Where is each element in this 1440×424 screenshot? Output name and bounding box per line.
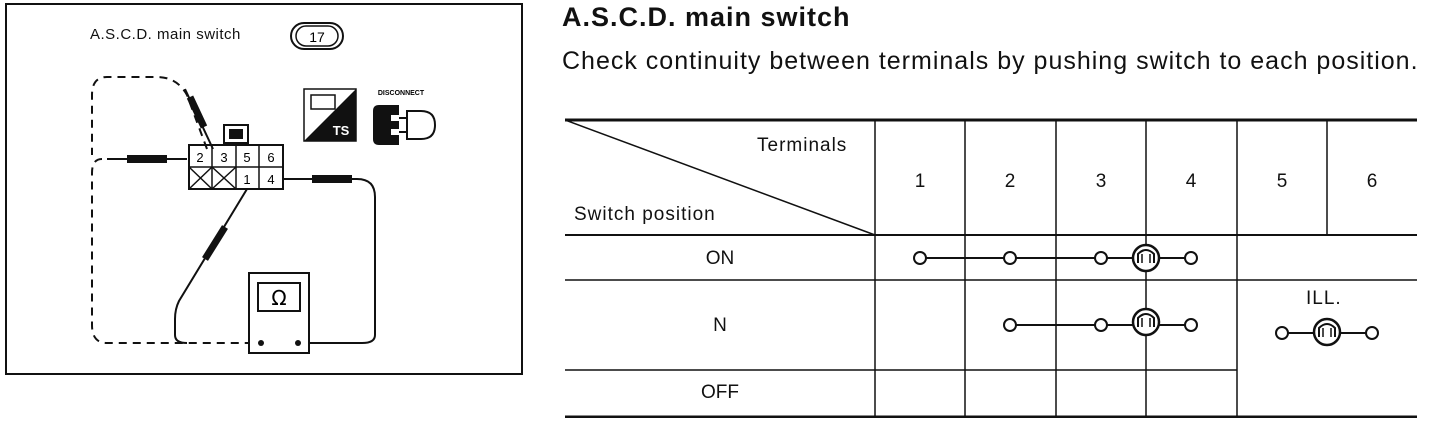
diagram-label: A.S.C.D. main switch xyxy=(90,26,241,43)
disconnect-label: DISCONNECT xyxy=(378,90,425,97)
illumination-lamp-icon xyxy=(1275,317,1379,347)
row-position-on: ON xyxy=(705,248,735,269)
ohmmeter: Ω xyxy=(248,272,310,354)
col-header-4: 4 xyxy=(1185,171,1197,192)
ohm-icon: Ω xyxy=(271,286,286,310)
continuity-on xyxy=(913,243,1198,273)
connector-number-text: 17 xyxy=(309,29,325,45)
continuity-n xyxy=(1003,307,1198,337)
terminal-2-label: 2 xyxy=(196,150,203,165)
header-terminals: Terminals xyxy=(757,135,848,156)
col-header-2: 2 xyxy=(1004,171,1016,192)
terminal-5-label: 5 xyxy=(243,150,250,165)
ill-label: ILL. xyxy=(1306,288,1342,309)
disconnect-icon: DISCONNECT xyxy=(373,90,437,145)
probe-lead-lower xyxy=(174,188,248,344)
continuity-table: Terminals Switch position 1 2 3 4 5 6 ON… xyxy=(565,118,1417,418)
row-position-n: N xyxy=(713,315,727,336)
row-position-off: OFF xyxy=(701,382,739,403)
terminal-6-label: 6 xyxy=(267,150,274,165)
probe-upper-icon xyxy=(186,95,208,129)
terminal-1-label: 1 xyxy=(243,172,250,187)
header-switch-position: Switch position xyxy=(574,204,716,225)
section-title: A.S.C.D. main switch xyxy=(562,2,851,32)
terminal-3-label: 3 xyxy=(220,150,227,165)
wiring-diagram-panel: A.S.C.D. main switch 17 xyxy=(5,3,523,375)
col-header-5: 5 xyxy=(1276,171,1288,192)
table-grid xyxy=(565,118,1417,418)
connector-number-badge: 17 xyxy=(290,22,344,50)
connector: 2 3 5 6 1 4 xyxy=(188,124,284,190)
ts-badge-icon: TS xyxy=(303,88,357,142)
section-description: Check continuity between terminals by pu… xyxy=(562,47,1419,75)
col-header-6: 6 xyxy=(1366,171,1378,192)
probe-lower-icon xyxy=(202,225,228,261)
ts-text: TS xyxy=(333,123,350,138)
wiring-diagram: 17 2 3 5 6 1 4 xyxy=(91,22,437,354)
dashed-lead-upper xyxy=(91,76,208,155)
dashed-lead xyxy=(91,158,249,344)
probe-left-icon xyxy=(127,155,167,163)
terminal-4-label: 4 xyxy=(267,172,274,187)
col-header-3: 3 xyxy=(1095,171,1107,192)
col-header-1: 1 xyxy=(914,171,926,192)
probe-right-icon xyxy=(312,175,352,183)
probe-lead-right xyxy=(283,178,376,344)
